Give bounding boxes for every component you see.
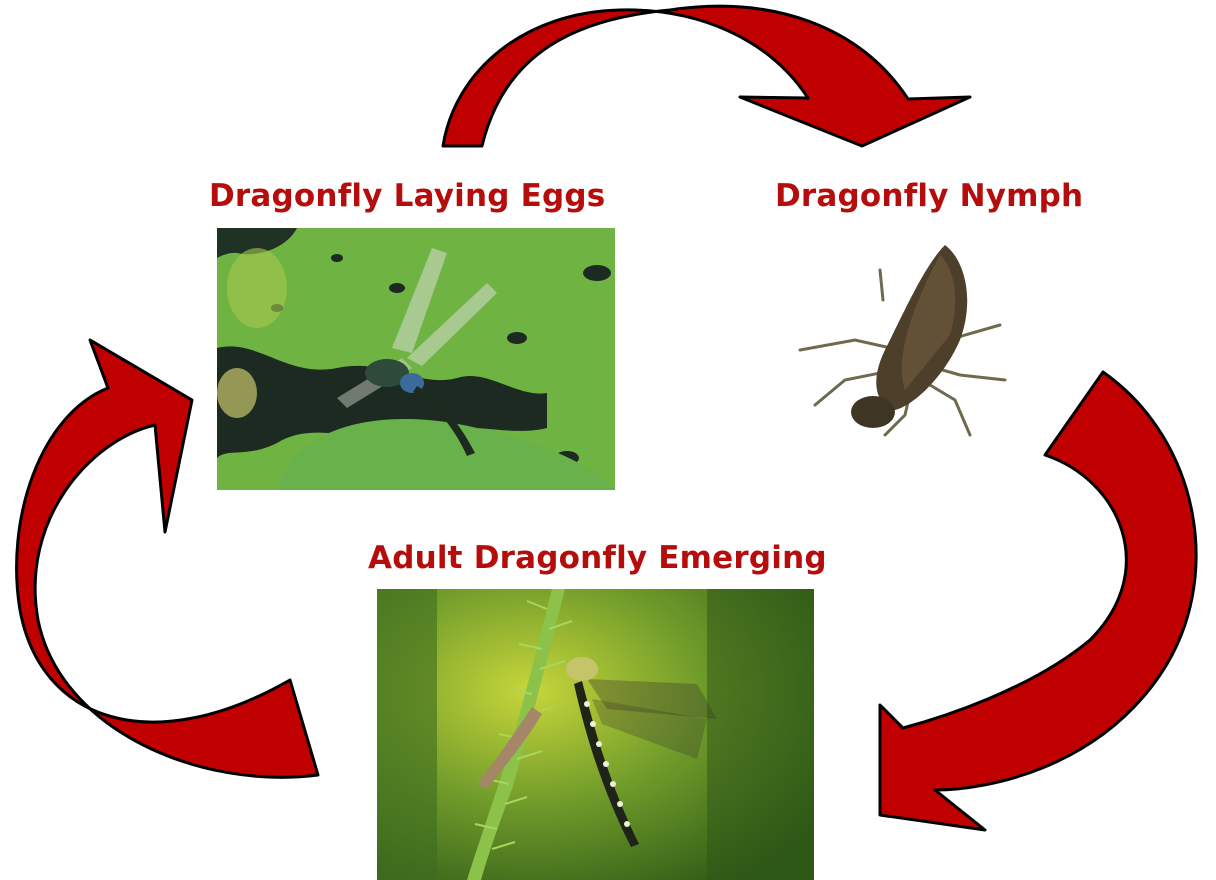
stage-label-nymph: Dragonfly Nymph bbox=[775, 181, 1083, 212]
stage-label-adult-emerging: Adult Dragonfly Emerging bbox=[368, 543, 827, 574]
dragonfly-nymph-photo bbox=[795, 240, 1010, 445]
adult-dragonfly-emerging-photo bbox=[377, 589, 814, 880]
arrow-eggs-to-nymph bbox=[443, 6, 970, 146]
dragonfly-laying-eggs-photo bbox=[217, 228, 615, 490]
stage-label-laying-eggs: Dragonfly Laying Eggs bbox=[209, 181, 605, 212]
